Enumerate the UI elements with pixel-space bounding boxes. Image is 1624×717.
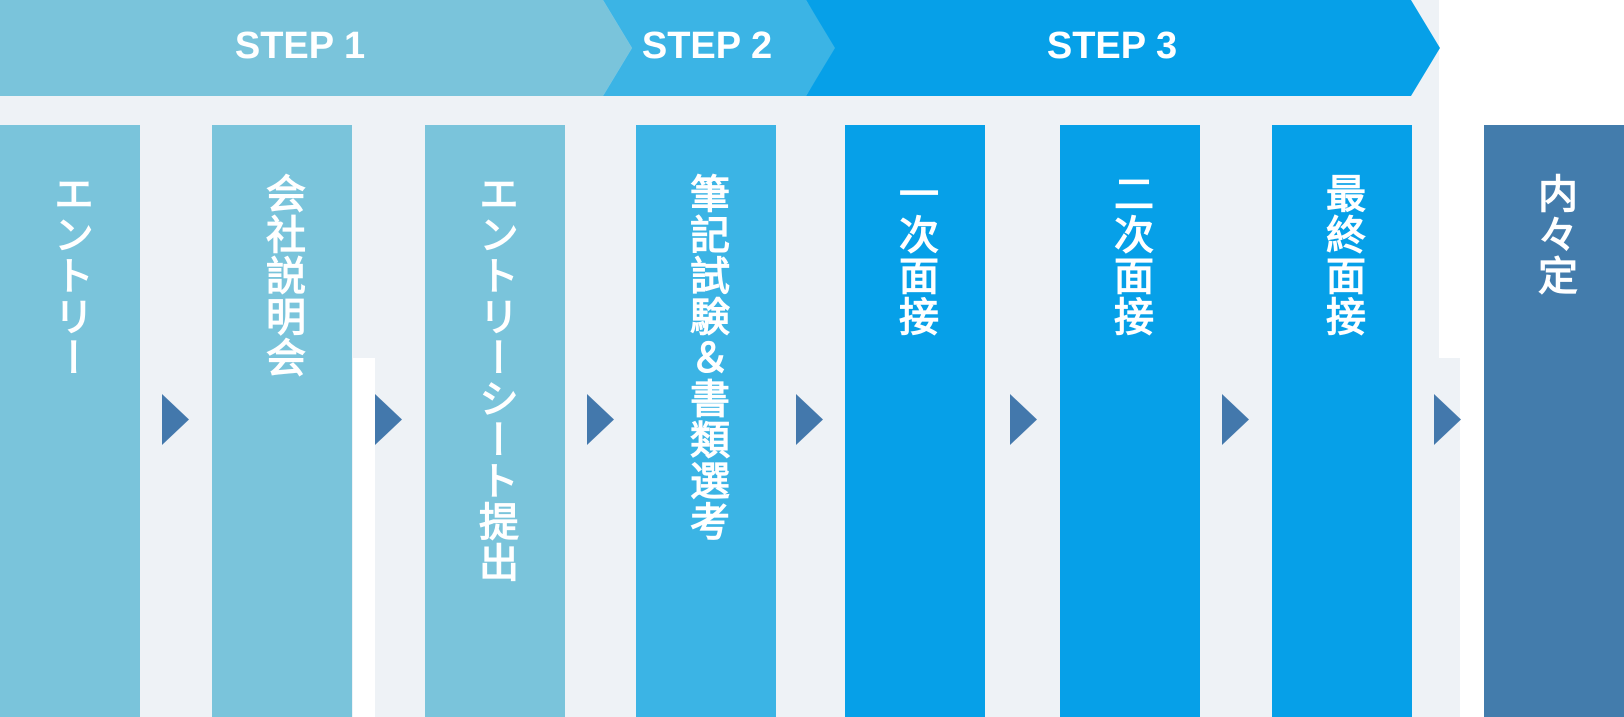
stage-label: 内々定 bbox=[1532, 173, 1576, 296]
stage-column-second-interview: 二次面接 bbox=[1060, 125, 1200, 717]
step-3-label: STEP 3 bbox=[1046, 24, 1178, 67]
step-1-chevron: STEP 1 bbox=[0, 0, 632, 96]
stage-label: 最終面接 bbox=[1320, 173, 1364, 337]
stage-column-first-interview: 一次面接 bbox=[845, 125, 985, 717]
stage-column-informal-offer: 内々定 bbox=[1484, 125, 1624, 717]
stage-column-entry: エントリー bbox=[0, 125, 140, 717]
step-3-chevron: STEP 3 bbox=[806, 0, 1440, 96]
stage-column-entry-sheet-submission: エントリーシート提出 bbox=[425, 125, 565, 717]
stage-label: エントリー bbox=[48, 173, 92, 378]
stage-label: 二次面接 bbox=[1108, 173, 1152, 337]
step-2-label: STEP 2 bbox=[641, 24, 773, 67]
stage-column-company-info-session: 会社説明会 bbox=[212, 125, 352, 717]
stage-label: 会社説明会 bbox=[260, 173, 304, 378]
stage-label: エントリーシート提出 bbox=[473, 173, 517, 583]
stage-label: 筆記試験＆書類選考 bbox=[684, 173, 728, 542]
stage-column-final-interview: 最終面接 bbox=[1272, 125, 1412, 717]
step-2-chevron: STEP 2 bbox=[603, 0, 836, 96]
stage-column-written-exam-document-screening: 筆記試験＆書類選考 bbox=[636, 125, 776, 717]
step-1-label: STEP 1 bbox=[234, 24, 366, 67]
stage-label: 一次面接 bbox=[893, 173, 937, 337]
